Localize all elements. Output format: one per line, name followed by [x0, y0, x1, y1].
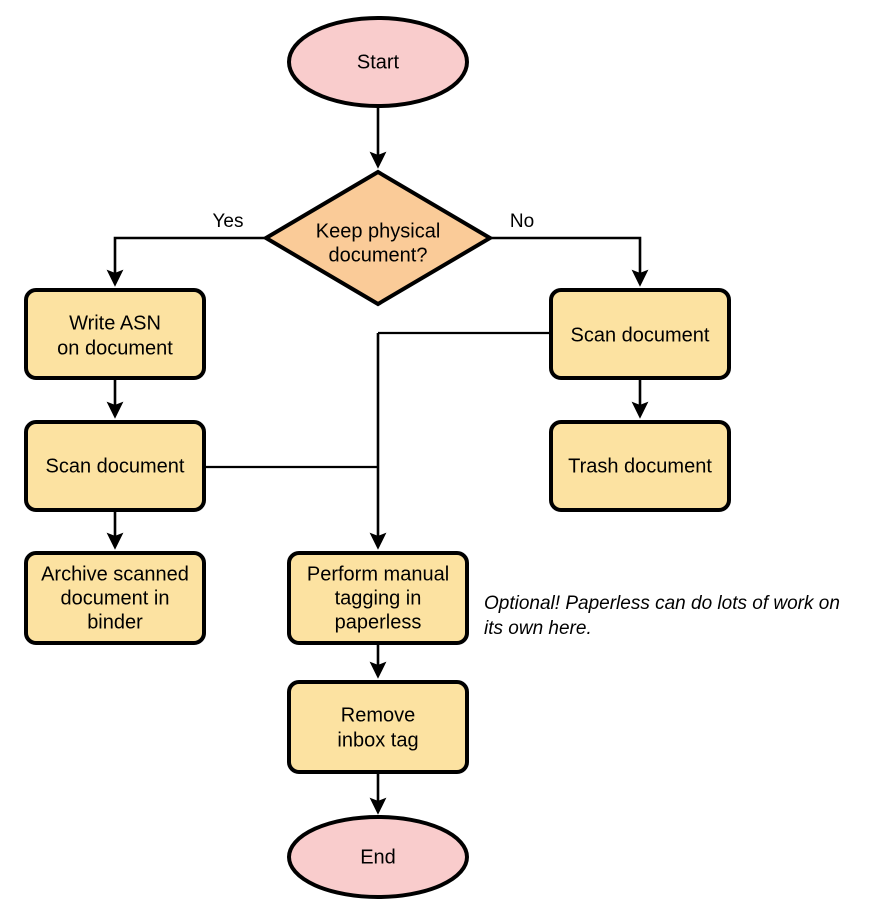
edge-decision-no-to-scan-right [490, 236, 649, 287]
archive-label-line-1: Archive scanned [41, 563, 189, 585]
archive-label-line-2: document in [61, 587, 170, 609]
node-remove-inbox-tag[interactable]: Remove inbox tag [287, 680, 469, 774]
node-keep-physical-document[interactable]: Keep physical document? [262, 169, 494, 307]
node-start[interactable]: Start [287, 16, 469, 108]
scan-document-left-box[interactable] [24, 420, 206, 512]
decision-label-line-1: Keep physical [316, 220, 441, 242]
node-scan-document-left[interactable]: Scan document [24, 420, 206, 512]
trash-document-label: Trash document [568, 455, 712, 477]
decision-diamond[interactable] [262, 169, 494, 307]
node-trash-document[interactable]: Trash document [549, 420, 731, 512]
start-label: Start [357, 51, 400, 73]
trash-document-box[interactable] [549, 420, 731, 512]
scan-document-left-label: Scan document [46, 455, 185, 477]
node-write-asn-on-document[interactable]: Write ASN on document [24, 288, 206, 380]
annotation-line-1: Optional! Paperless can do lots of work … [484, 593, 840, 614]
start-ellipse[interactable] [287, 16, 469, 108]
write-asn-label-line-2: on document [57, 337, 173, 359]
archive-label-line-3: binder [87, 611, 143, 633]
scan-document-right-label: Scan document [571, 324, 710, 346]
edge-label-no: No [510, 211, 534, 232]
remove-inbox-tag-label-line-2: inbox tag [337, 729, 418, 751]
remove-inbox-tag-box[interactable] [287, 680, 469, 774]
tagging-label-line-1: Perform manual [307, 563, 449, 585]
annotation-line-2: its own here. [484, 618, 592, 639]
tagging-label-line-2: tagging in [335, 587, 422, 609]
node-archive-scanned-document[interactable]: Archive scanned document in binder [24, 551, 206, 645]
node-perform-manual-tagging[interactable]: Perform manual tagging in paperless [287, 551, 469, 645]
end-label: End [360, 846, 396, 868]
write-asn-box[interactable] [24, 288, 206, 380]
scan-document-right-box[interactable] [549, 288, 731, 380]
write-asn-label-line-1: Write ASN [69, 312, 161, 334]
remove-inbox-tag-label-line-1: Remove [341, 704, 415, 726]
tagging-label-line-3: paperless [335, 611, 422, 633]
node-end[interactable]: End [287, 815, 469, 899]
connector-layer [106, 104, 649, 815]
decision-label-line-2: document? [329, 244, 428, 266]
tagging-box[interactable] [287, 551, 469, 645]
edge-label-yes: Yes [213, 211, 244, 232]
annotation-note: Optional! Paperless can do lots of work … [484, 593, 840, 639]
edge-decision-yes-to-write-asn [106, 236, 265, 287]
node-scan-document-right[interactable]: Scan document [549, 288, 731, 380]
archive-box[interactable] [24, 551, 206, 645]
end-ellipse[interactable] [287, 815, 469, 899]
